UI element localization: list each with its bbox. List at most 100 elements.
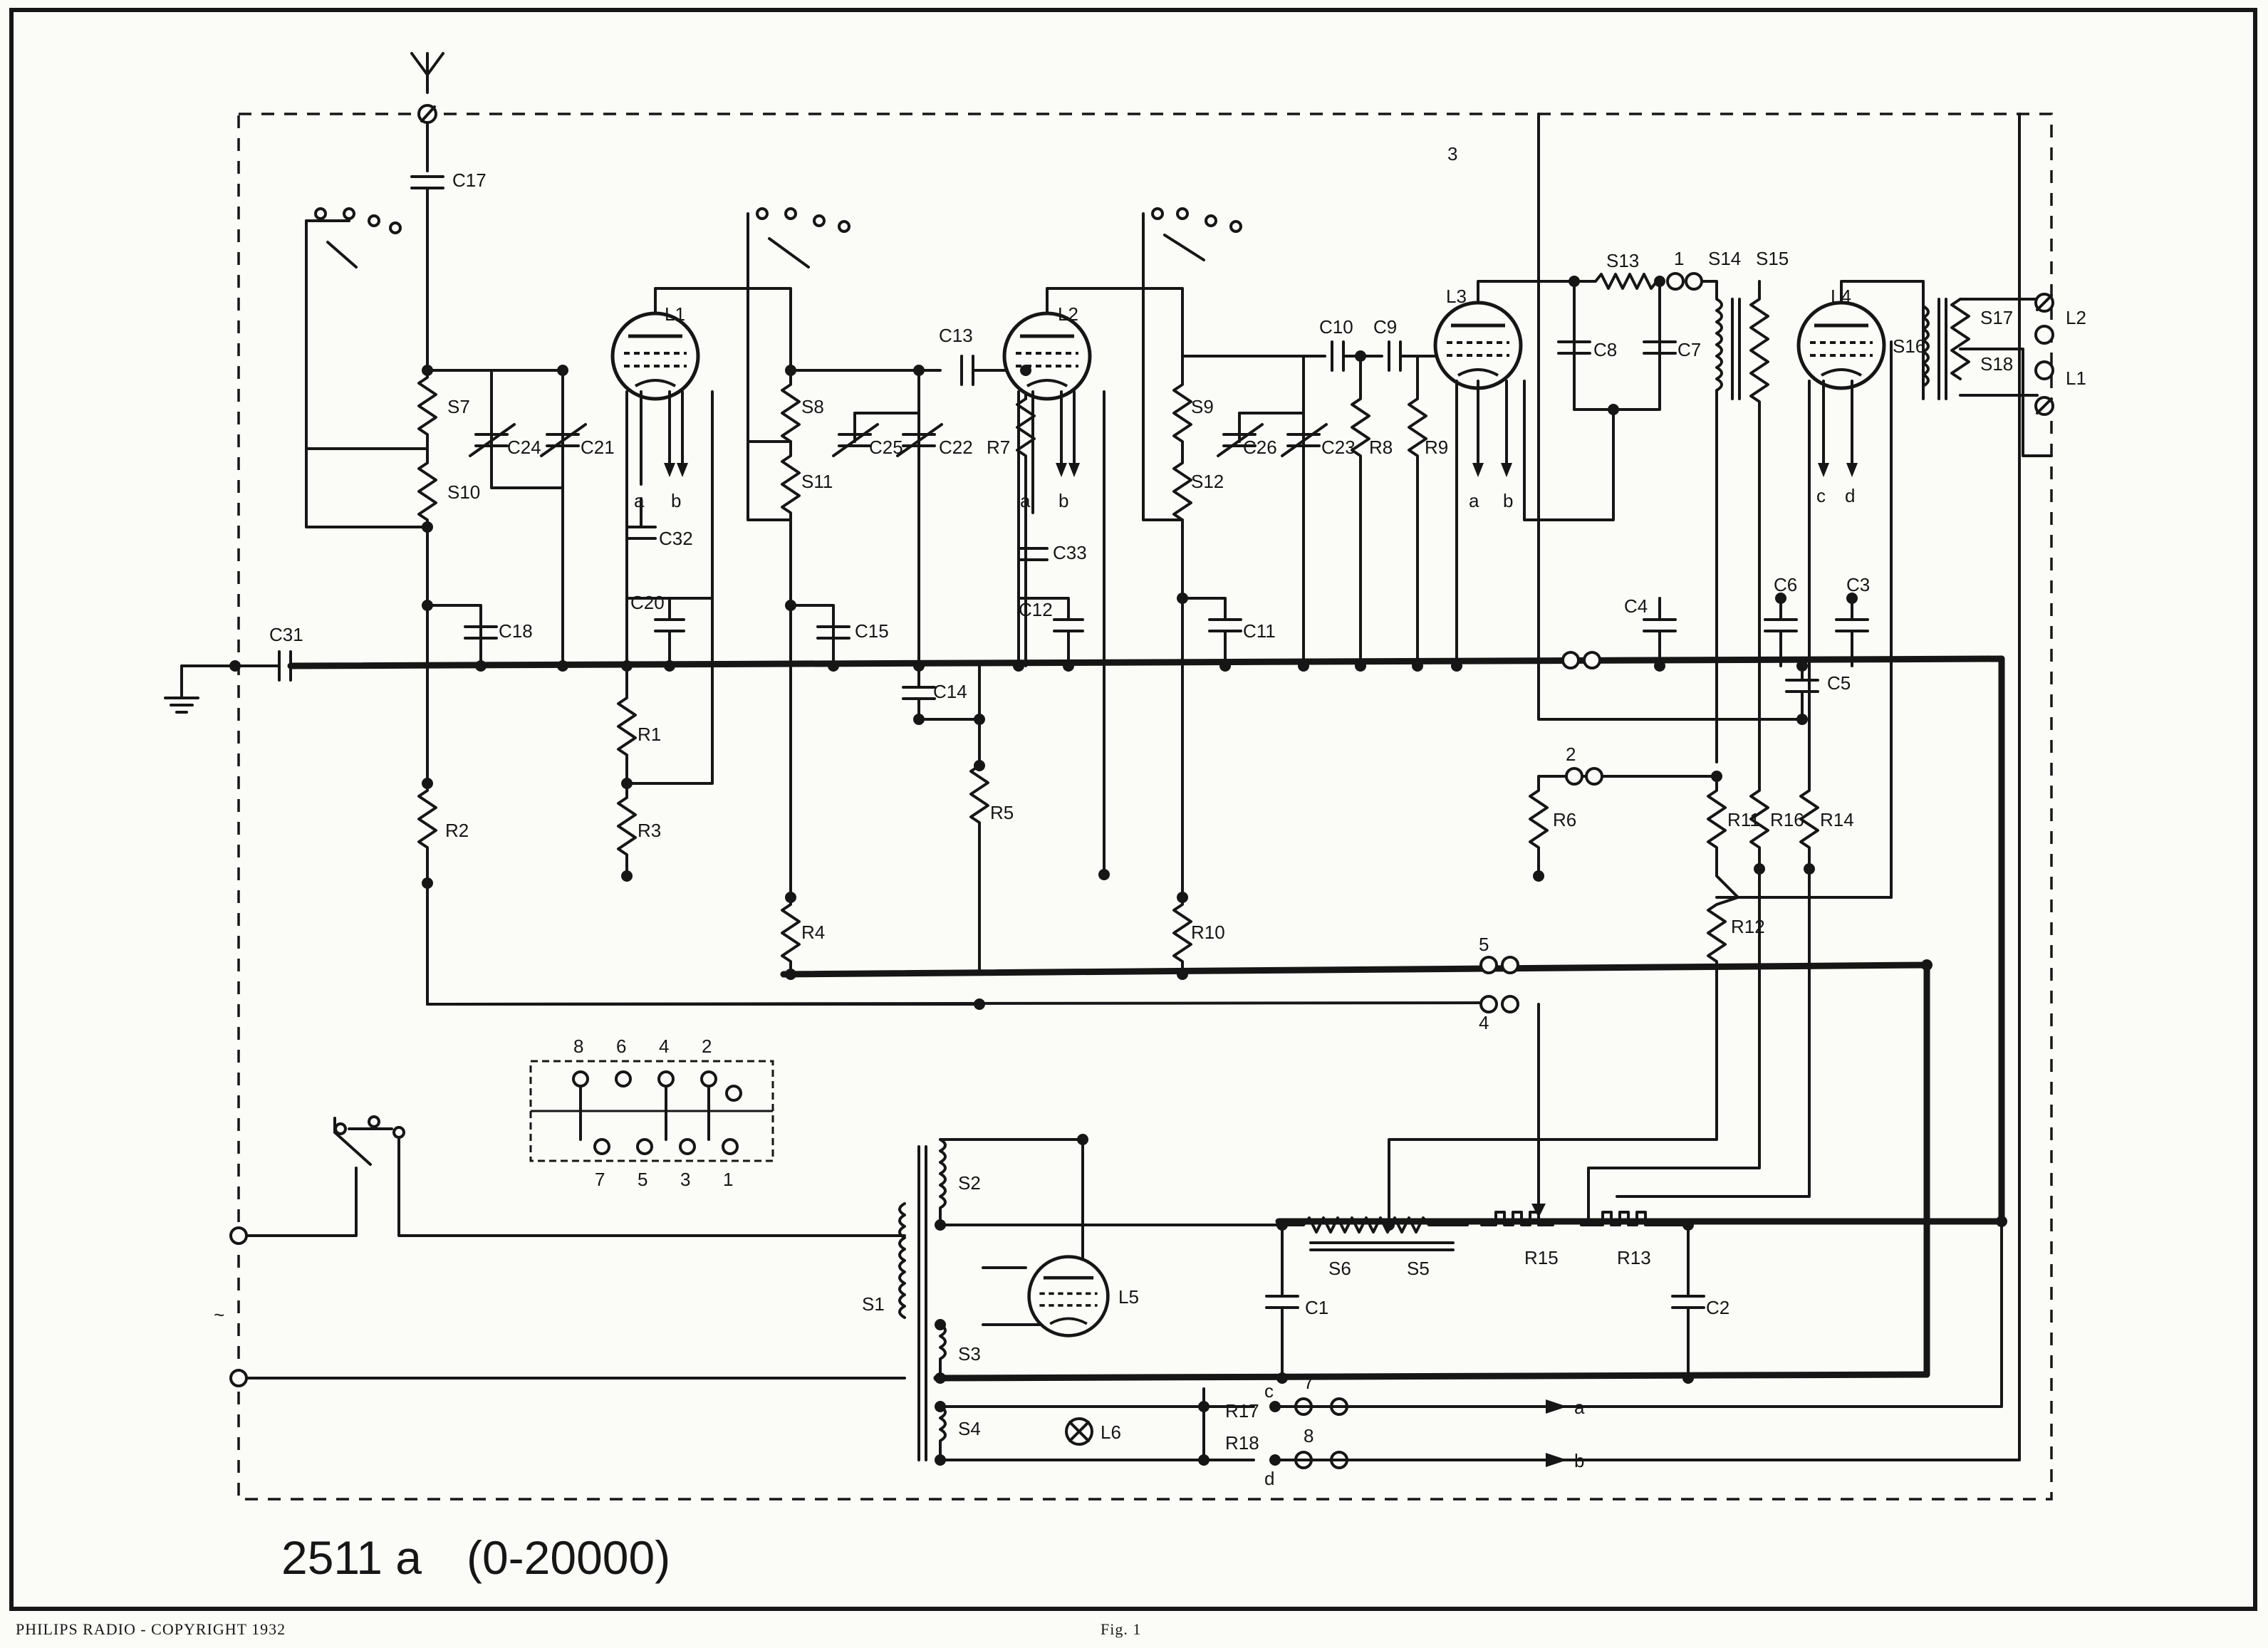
label-a1: a — [634, 490, 645, 511]
label-c4: c — [1816, 485, 1826, 506]
label-C8: C8 — [1593, 339, 1617, 360]
range-note: (0-20000) — [467, 1531, 670, 1584]
label-S12: S12 — [1191, 471, 1224, 492]
label-b-out: b — [1574, 1450, 1584, 1471]
label-C25: C25 — [869, 437, 903, 458]
label-S4: S4 — [958, 1418, 981, 1439]
label-b1: b — [671, 490, 681, 511]
label-R11: R11 — [1727, 809, 1760, 830]
socket-top-4: 4 — [659, 1036, 669, 1057]
component-labels: C17 S7 S10 C24 C21 C32 C18 C20 C31 R1 R3… — [214, 143, 2086, 1489]
stage-3-tube-wiring — [1455, 272, 1703, 667]
label-a2: a — [1020, 490, 1031, 511]
label-d5: d — [1264, 1468, 1274, 1489]
chassis-outline — [237, 113, 2053, 1501]
label-seven: 7 — [1304, 1372, 1314, 1393]
label-S3: S3 — [958, 1343, 981, 1365]
label-L2-out: L2 — [2066, 307, 2086, 328]
socket-bottom-5: 5 — [638, 1169, 647, 1190]
label-C20: C20 — [630, 592, 665, 613]
label-R10: R10 — [1191, 922, 1225, 943]
label-S7: S7 — [447, 396, 470, 417]
label-b2: b — [1058, 490, 1068, 511]
label-R13: R13 — [1617, 1247, 1651, 1268]
hv-bus-5 — [780, 961, 1930, 978]
label-R3: R3 — [638, 820, 661, 841]
socket-bottom-3: 3 — [680, 1169, 690, 1190]
label-L1-out: L1 — [2066, 367, 2086, 389]
label-R9: R9 — [1425, 437, 1448, 458]
label-S11: S11 — [801, 471, 833, 492]
stage-1 — [305, 207, 1497, 1006]
earth-symbol — [164, 664, 236, 714]
label-S5: S5 — [1407, 1258, 1430, 1279]
label-L3: L3 — [1446, 286, 1467, 307]
label-two: 2 — [1566, 744, 1576, 765]
label-C21: C21 — [581, 437, 615, 458]
label-five: 5 — [1479, 934, 1489, 955]
label-C10: C10 — [1319, 316, 1353, 338]
label-c5: c — [1264, 1380, 1274, 1402]
label-S8: S8 — [801, 396, 824, 417]
label-S16: S16 — [1893, 335, 1925, 357]
label-C31: C31 — [269, 624, 303, 645]
label-eight: 8 — [1304, 1425, 1314, 1446]
label-R14: R14 — [1820, 809, 1854, 830]
label-R8: R8 — [1369, 437, 1393, 458]
label-R5: R5 — [990, 802, 1014, 823]
label-C15: C15 — [855, 620, 889, 642]
model-title: 2511 a — [281, 1531, 422, 1584]
stage-1-tube-wiring — [617, 287, 792, 877]
label-S10: S10 — [447, 481, 480, 503]
label-C18: C18 — [499, 620, 533, 642]
pilot-lamp-L6 — [1065, 1417, 1093, 1446]
socket-diagram — [529, 1060, 774, 1162]
label-C14: C14 — [933, 681, 967, 702]
label-S1: S1 — [862, 1293, 885, 1315]
label-L2: L2 — [1058, 303, 1078, 325]
stage-2-tube-wiring — [1017, 287, 1184, 876]
label-L5: L5 — [1118, 1286, 1139, 1308]
label-three: 3 — [1447, 143, 1457, 165]
label-R7: R7 — [987, 437, 1010, 458]
capacitor-C17 — [410, 175, 444, 372]
label-S13: S13 — [1606, 250, 1639, 271]
label-L1: L1 — [665, 303, 685, 325]
tube-L4 — [1799, 303, 1884, 388]
copyright-footer: PHILIPS RADIO - COPYRIGHT 1932 — [16, 1620, 286, 1638]
junction-dots — [229, 276, 2007, 1466]
label-C13: C13 — [939, 325, 973, 346]
label-S2: S2 — [958, 1172, 981, 1194]
label-R1: R1 — [638, 724, 661, 745]
socket-bottom-1: 1 — [723, 1169, 733, 1190]
stage-3 — [1142, 207, 1455, 976]
tube-L5 — [1029, 1257, 1108, 1336]
label-C4: C4 — [1624, 595, 1648, 617]
label-four: 4 — [1479, 1012, 1489, 1033]
label-C7: C7 — [1677, 339, 1701, 360]
decoupling-caps — [1537, 113, 1869, 721]
label-L6: L6 — [1101, 1422, 1121, 1443]
label-S9: S9 — [1191, 396, 1214, 417]
label-R16: R16 — [1770, 809, 1804, 830]
label-R12: R12 — [1731, 916, 1765, 937]
label-C26: C26 — [1243, 437, 1277, 458]
label-C17: C17 — [452, 170, 487, 191]
antenna-symbol — [410, 52, 444, 172]
power-supply — [229, 113, 2021, 1469]
label-C1: C1 — [1305, 1297, 1328, 1318]
label-R18: R18 — [1225, 1432, 1259, 1454]
socket-top-8: 8 — [573, 1036, 583, 1057]
capacitor-C31 — [234, 650, 292, 682]
label-C3: C3 — [1846, 574, 1870, 595]
label-S15: S15 — [1756, 248, 1789, 269]
label-S14: S14 — [1708, 248, 1741, 269]
label-L4: L4 — [1831, 286, 1851, 307]
tube-L1 — [613, 313, 698, 399]
label-C32: C32 — [659, 528, 693, 549]
label-C11: C11 — [1243, 620, 1276, 642]
label-C12: C12 — [1019, 599, 1053, 620]
label-C9: C9 — [1373, 316, 1397, 338]
socket-bottom-7: 7 — [595, 1169, 605, 1190]
